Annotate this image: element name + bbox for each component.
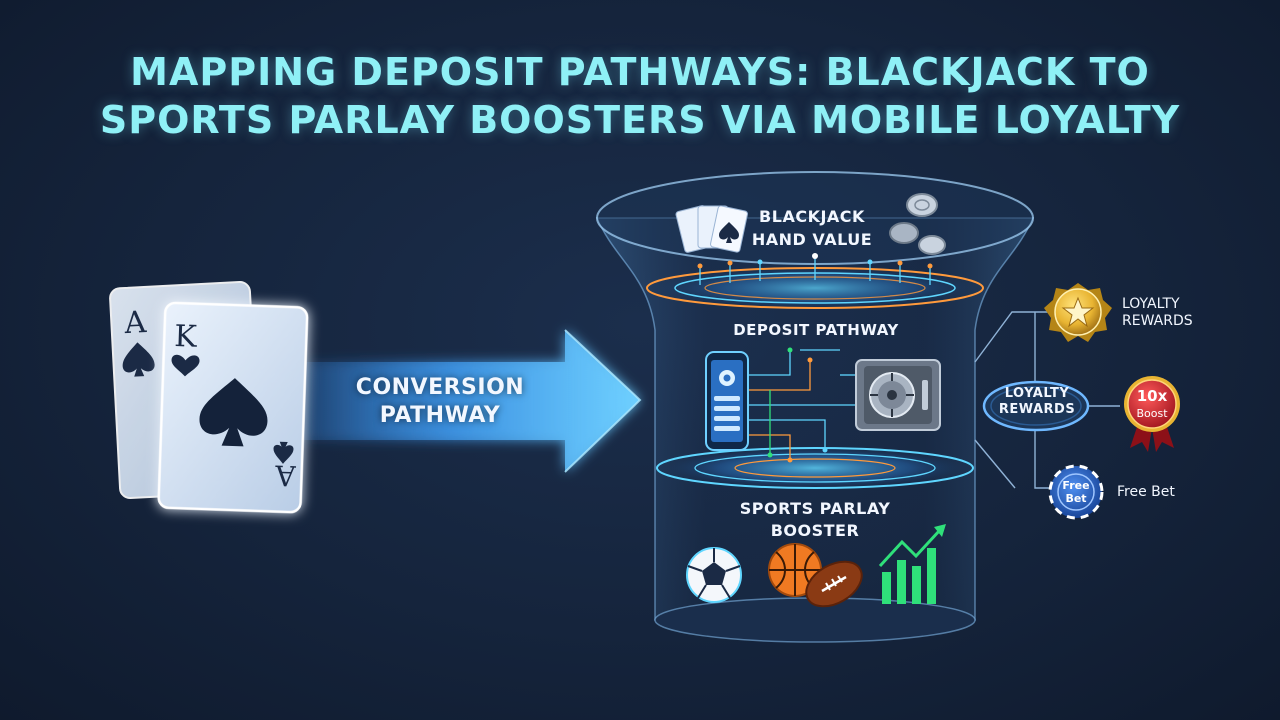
loyalty-label-line-1: LOYALTY [1122,296,1180,312]
hub-line-1: LOYALTY [1004,386,1070,401]
spade-icon [273,441,294,464]
mini-cards-icon [675,205,748,253]
top-circuit-lines [697,253,933,285]
deposit-circuit-lines [745,347,855,463]
chip-line-1: Free [1062,479,1089,492]
front-card: K A [157,301,309,514]
soccer-ball-icon [686,547,742,603]
growth-chart-icon [878,524,946,604]
arrow-label-line-2: PATHWAY [379,403,501,428]
loyalty-label-line-2: REWARDS [1122,313,1193,329]
bottom-glow-ring [655,446,975,490]
conversion-pathway-label: CONVERSION PATHWAY [330,374,550,430]
loyalty-hub [982,380,1090,432]
vault-safe-icon [855,359,941,431]
deposit-pathway-label: DEPOSIT PATHWAY [733,321,899,339]
loyalty-rewards-label: LOYALTY REWARDS [1122,296,1193,330]
heart-icon [171,354,200,377]
funnel-top-line-1: BLACKJACK [759,207,865,226]
free-bet-chip-icon: Free Bet [1048,464,1104,520]
front-card-rank-bottom: A [274,459,297,493]
football-icon [805,560,863,608]
hub-line-2: REWARDS [998,402,1076,417]
boost-multiplier: 10x [1137,387,1168,405]
chip-line-2: Bet [1065,492,1086,505]
funnel-top-line-2: HAND VALUE [751,230,873,249]
title-line-2: SPORTS PARLAY BOOSTERS VIA MOBILE LOYALT… [99,98,1181,142]
poker-chips-icon [889,193,946,255]
funnel-bottom-line-1: SPORTS PARLAY [739,499,891,518]
title-line-1: MAPPING DEPOSIT PATHWAYS: BLACKJACK TO [130,50,1150,94]
spade-icon [122,342,155,377]
arrow-label-line-1: CONVERSION [355,375,525,400]
boost-word: Boost [1136,407,1168,420]
back-card-rank: A [123,305,148,341]
gold-star-badge-icon [1044,283,1112,342]
funnel [595,171,1035,643]
loyalty-hub-label: LOYALTY REWARDS [992,386,1082,418]
front-card-rank: K [174,319,198,355]
sports-parlay-booster-label: SPORTS PARLAY BOOSTER [720,498,910,542]
spade-icon [199,378,268,447]
playing-cards: A K A [109,280,309,514]
conversion-arrow [300,329,642,473]
boost-badge-icon: 10x Boost [1124,376,1180,452]
mobile-phone-icon [705,351,749,451]
funnel-bottom-line-2: BOOSTER [770,521,860,540]
free-bet-label: Free Bet [1117,484,1175,500]
blackjack-hand-value-label: BLACKJACK HAND VALUE [742,205,882,251]
reward-connectors [974,311,1120,489]
page-title: MAPPING DEPOSIT PATHWAYS: BLACKJACK TO S… [0,48,1280,144]
